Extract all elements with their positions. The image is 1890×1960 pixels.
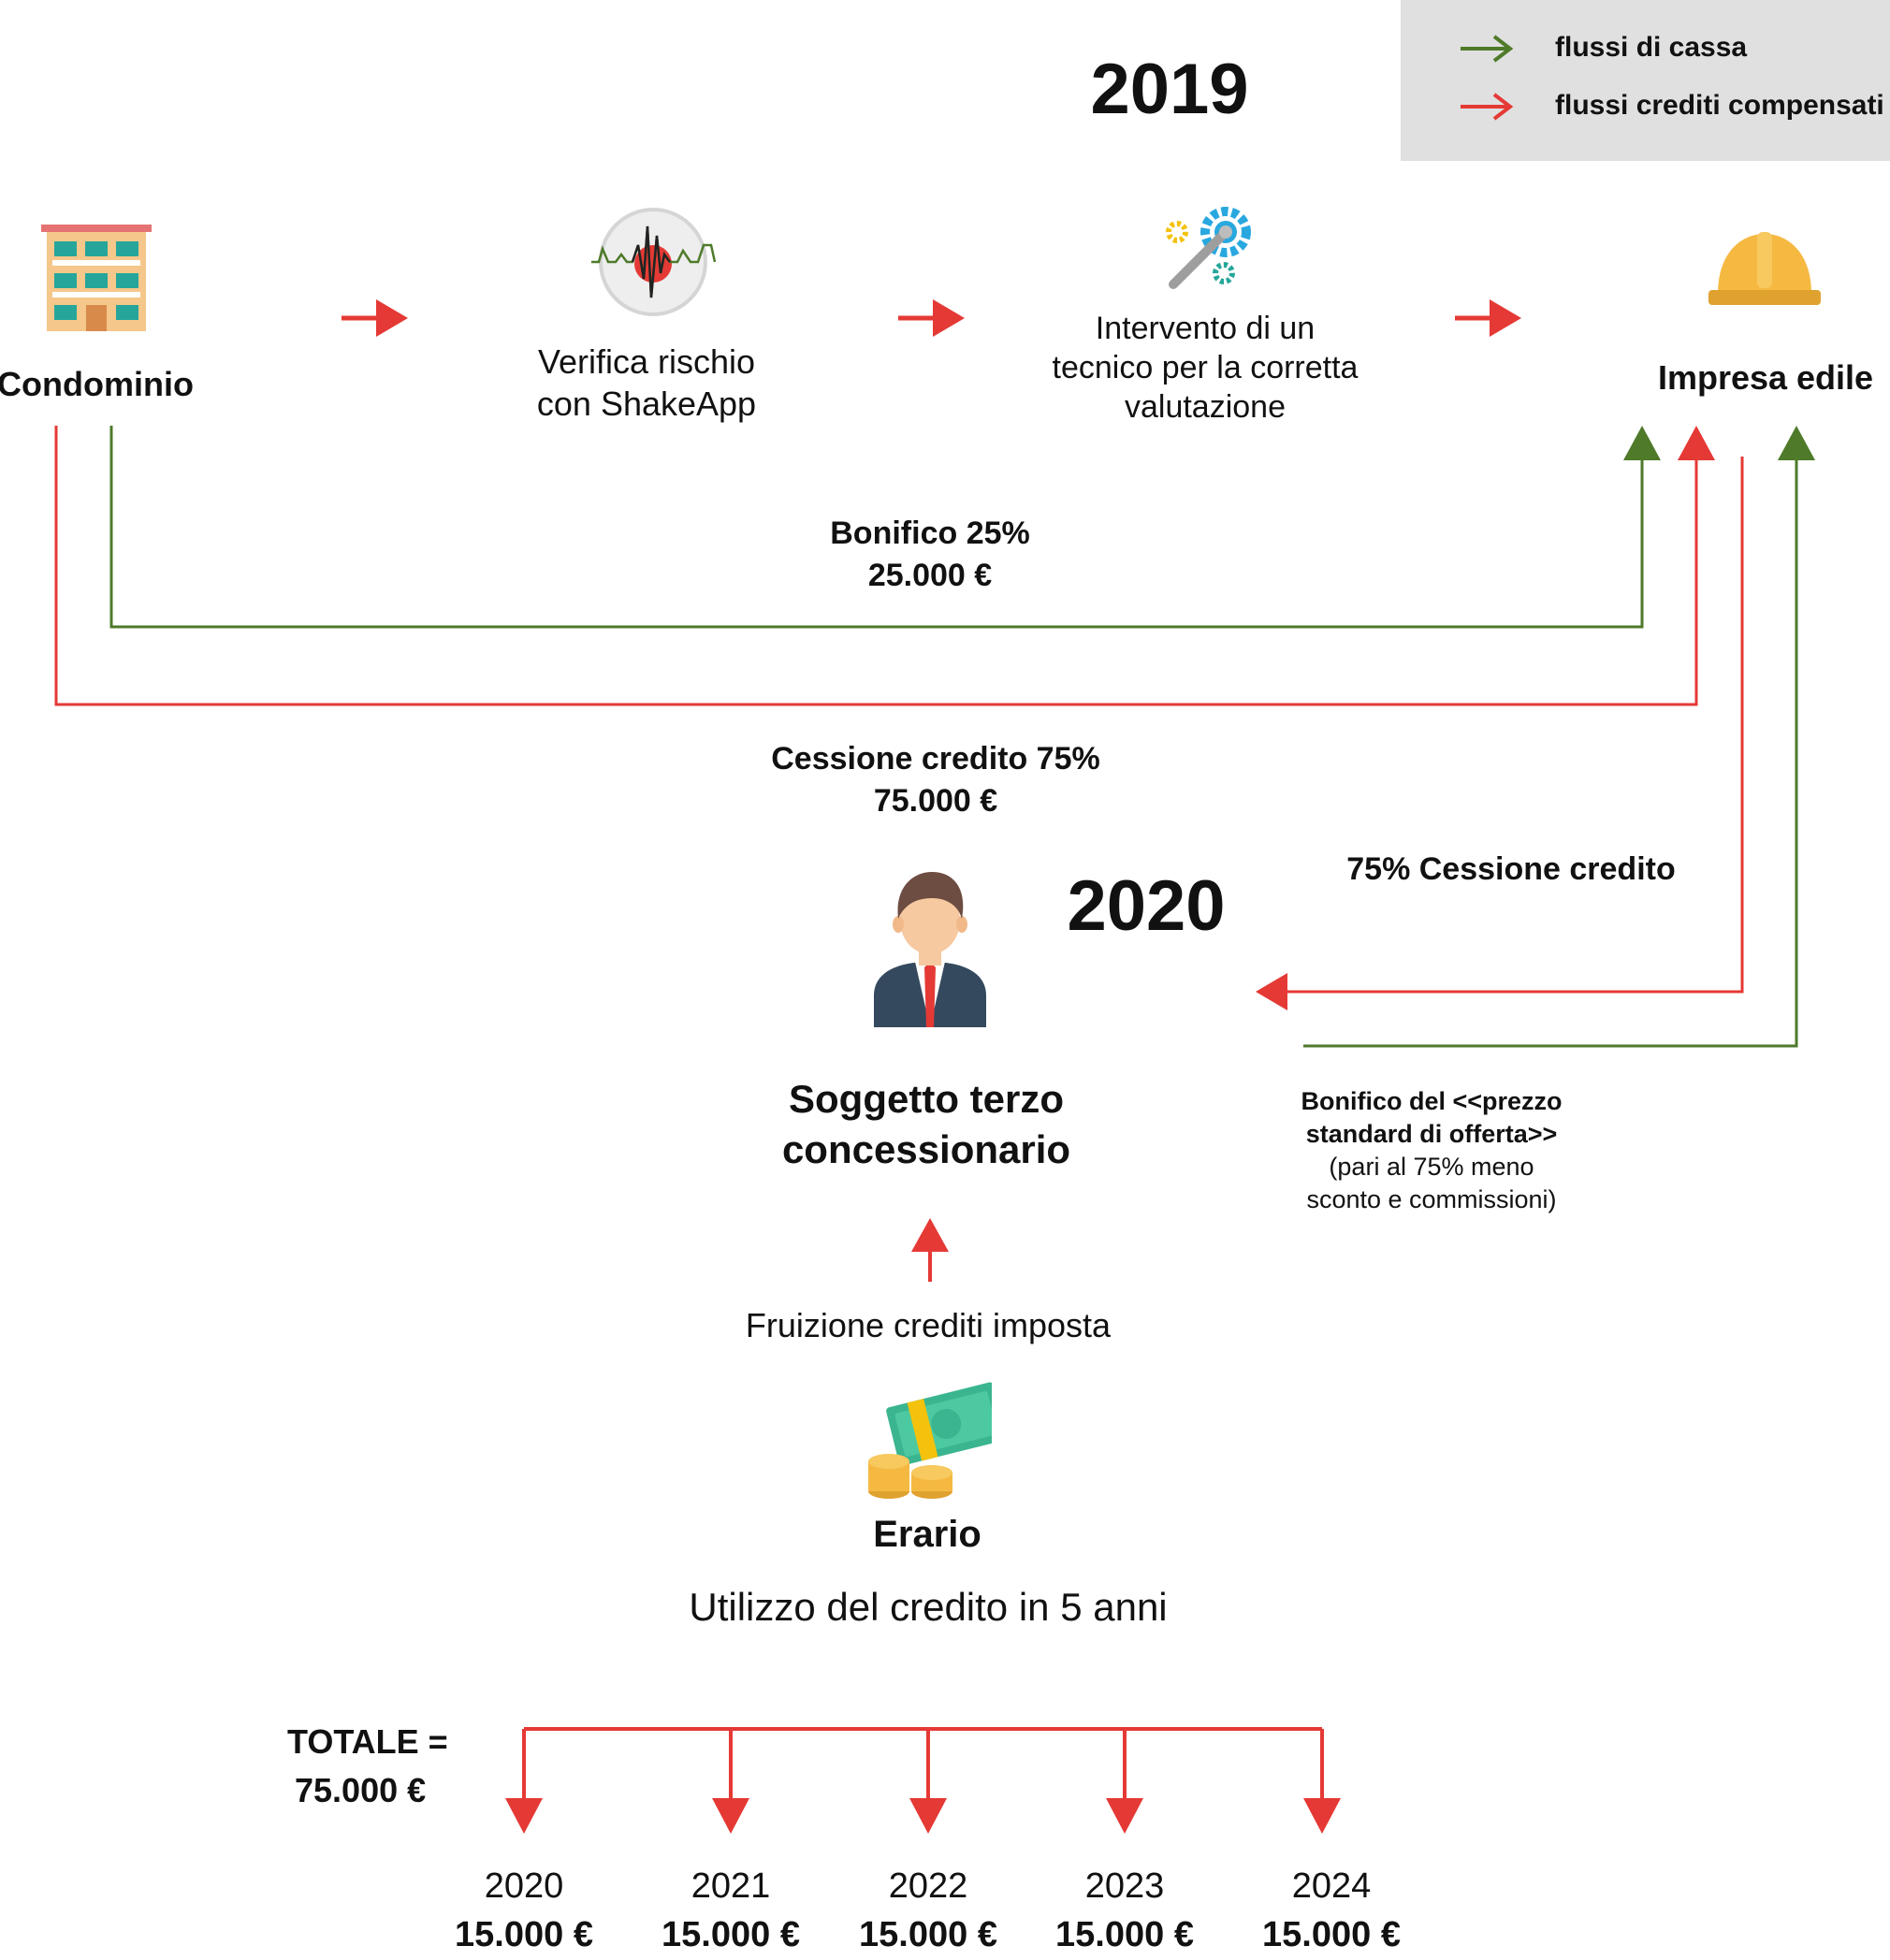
intervento-label-line3: valutazione — [1124, 389, 1286, 425]
bonifico-prezzo-line4: sconto e commissioni) — [1306, 1185, 1557, 1213]
hard-hat-icon — [1708, 232, 1821, 305]
flow-erario-to-soggetto — [911, 1218, 949, 1282]
bonifico-prezzo-line2: standard di offerta>> — [1305, 1120, 1558, 1148]
year-column-year: 2022 — [888, 1866, 968, 1906]
verifica-label-line2: con ShakeApp — [536, 385, 757, 423]
condominio-label: Condominio — [0, 365, 194, 403]
year-column-amount: 15.000 € — [1055, 1915, 1194, 1954]
soggetto-label: Soggetto terzo concessionario — [782, 1074, 1070, 1175]
soggetto-label-line2: concessionario — [781, 1127, 1071, 1171]
arrow-condominio-to-verifica — [342, 299, 408, 337]
year-column-year: 2023 — [1084, 1866, 1165, 1906]
year-2019-heading: 2019 — [1090, 50, 1249, 129]
year-column: 2024 15.000 € — [1262, 1862, 1401, 1959]
legend-credit-flow-label: flussi crediti compensati — [1555, 90, 1884, 121]
year-column-year: 2021 — [691, 1866, 771, 1906]
bonifico-prezzo-line3: (pari al 75% meno — [1329, 1153, 1534, 1181]
green-arrow-icon — [1461, 35, 1514, 63]
year-column-year: 2024 — [1291, 1866, 1372, 1906]
impresa-label: Impresa edile — [1657, 358, 1874, 397]
cessione-impresa-label: 75% Cessione credito — [1346, 851, 1676, 887]
money-coins-icon — [868, 1382, 992, 1499]
fruizione-label: Fruizione crediti imposta — [745, 1306, 1112, 1344]
intervento-label: Intervento di un tecnico per la corretta… — [1053, 309, 1359, 427]
gears-wrench-icon — [1166, 207, 1251, 289]
cessione-75-percent: Cessione credito 75% — [771, 741, 1100, 777]
cessione-75-amount: 75.000 € — [873, 783, 998, 819]
year-column-amount: 15.000 € — [662, 1915, 800, 1954]
year-column: 2021 15.000 € — [662, 1862, 800, 1959]
flow-impresa-to-soggetto — [1256, 457, 1744, 1010]
apartment-building-icon — [41, 225, 152, 331]
bonifico-prezzo-line1: Bonifico del <<prezzo — [1301, 1087, 1563, 1115]
flow-soggetto-to-impresa — [1303, 426, 1815, 1048]
flow-year-distribution — [505, 1727, 1341, 1834]
flow-bonifico-25 — [109, 426, 1661, 629]
verifica-label-line1: Verifica rischio — [537, 342, 756, 381]
totale-line1: TOTALE = — [287, 1722, 448, 1761]
year-column: 2020 15.000 € — [455, 1862, 593, 1959]
year-column: 2023 15.000 € — [1055, 1862, 1194, 1959]
year-column-amount: 15.000 € — [859, 1915, 997, 1954]
legend-cash-flow-label: flussi di cassa — [1555, 32, 1748, 63]
bonifico-25-label: Bonifico 25% 25.000 € — [830, 513, 1029, 597]
arrow-verifica-to-intervento — [898, 299, 965, 337]
legend: flussi di cassa flussi crediti compensat… — [1401, 0, 1890, 161]
year-2020-heading: 2020 — [1067, 866, 1226, 946]
flow-cessione-75 — [54, 426, 1715, 706]
soggetto-label-line1: Soggetto terzo — [789, 1077, 1064, 1121]
erario-subtitle: Utilizzo del credito in 5 anni — [689, 1585, 1168, 1629]
red-arrow-icon — [1461, 93, 1514, 121]
totale-line2: 75.000 € — [295, 1771, 427, 1809]
year-column-amount: 15.000 € — [455, 1915, 593, 1954]
year-column-year: 2020 — [484, 1866, 564, 1906]
bonifico-25-percent: Bonifico 25% — [830, 515, 1030, 551]
cessione-75-label: Cessione credito 75% 75.000 € — [771, 738, 1099, 822]
bonifico-prezzo-label: Bonifico del <<prezzo standard di offert… — [1301, 1085, 1562, 1216]
year-column: 2022 15.000 € — [859, 1862, 997, 1959]
arrow-intervento-to-impresa — [1455, 299, 1521, 337]
erario-label: Erario — [873, 1514, 981, 1555]
verifica-label: Verifica rischio con ShakeApp — [537, 341, 756, 425]
seismograph-icon — [591, 208, 717, 316]
totale-label: TOTALE = 75.000 € — [287, 1718, 448, 1815]
intervento-label-line1: Intervento di un — [1095, 311, 1316, 346]
businessman-icon — [874, 872, 986, 1027]
year-column-amount: 15.000 € — [1262, 1915, 1401, 1954]
bonifico-25-amount: 25.000 € — [867, 558, 993, 593]
intervento-label-line2: tecnico per la corretta — [1052, 350, 1359, 385]
